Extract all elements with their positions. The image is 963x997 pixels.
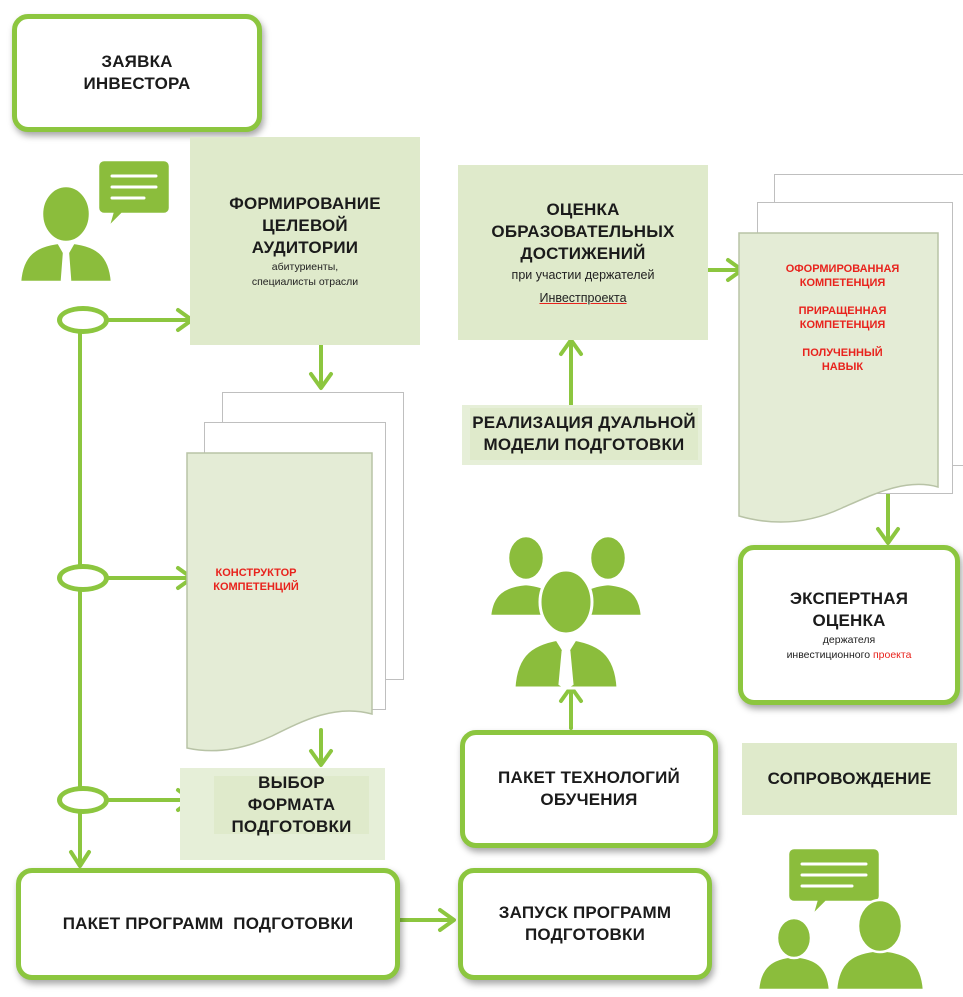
- dual-model-line1: РЕАЛИЗАЦИЯ ДУАЛЬНОЙ: [472, 413, 696, 432]
- assessment-line1: ОЦЕНКА ОБРАЗОВАТЕЛЬНЫХ: [491, 199, 675, 241]
- expert-assessment-box: ЭКСПЕРТНАЯ ОЦЕНКА держателя инвестиционн…: [738, 545, 960, 705]
- constructor-label: КОНСТРУКТОР КОМПЕТЕНЦИЙ: [196, 560, 316, 600]
- branch-oval-2: [57, 564, 109, 592]
- result-item-3-line2: НАВЫК: [821, 361, 864, 373]
- arrowhead-constructor-down: [309, 749, 333, 767]
- expert-line1: ЭКСПЕРТНАЯ: [789, 589, 909, 608]
- consulting-people-icon: [756, 846, 926, 992]
- result-item-1-line1: ОФОРМИРОВАННАЯ: [785, 263, 900, 275]
- expert-sub1: держателя: [822, 634, 876, 646]
- support-label: СОПРОВОЖДЕНИЕ: [767, 769, 932, 788]
- arrowhead-launch: [438, 908, 456, 932]
- arrowhead-to-program-package: [69, 850, 91, 868]
- investor-request-box: ЗАЯВКА ИНВЕСТОРА: [12, 14, 262, 132]
- assessment-line2: ДОСТИЖЕНИЙ: [520, 243, 646, 263]
- dual-model-box: РЕАЛИЗАЦИЯ ДУАЛЬНОЙ МОДЕЛИ ПОДГОТОВКИ: [470, 408, 698, 460]
- target-audience-line2: ЦЕЛЕВОЙ: [262, 216, 348, 235]
- investor-chat-icon: [18, 158, 172, 285]
- expert-sub2-b: проекта: [872, 649, 912, 661]
- result-item-1-line2: КОМПЕТЕНЦИЯ: [799, 277, 886, 289]
- program-launch-box: ЗАПУСК ПРОГРАММ ПОДГОТОВКИ: [458, 868, 712, 980]
- constructor-doc-front: [186, 452, 373, 752]
- assessment-sub2: Инвестпроекта: [539, 290, 627, 305]
- investor-request-line1: ЗАЯВКА: [101, 52, 173, 71]
- arrowhead-audience-down: [309, 372, 333, 390]
- dual-model-line2: МОДЕЛИ ПОДГОТОВКИ: [483, 435, 685, 454]
- target-audience-line3: АУДИТОРИИ: [251, 238, 359, 257]
- tech-package-line2: ОБУЧЕНИЯ: [540, 790, 638, 809]
- result-item-3: ПОЛУЧЕННЫЙ НАВЫК: [802, 346, 882, 374]
- target-audience-line1: ФОРМИРОВАНИЕ: [229, 194, 381, 213]
- tech-package-line1: ПАКЕТ ТЕХНОЛОГИЙ: [498, 768, 680, 787]
- target-audience-sub2: специалисты отрасли: [251, 276, 359, 288]
- program-launch-line2: ПОДГОТОВКИ: [524, 925, 646, 944]
- program-launch-line1: ЗАПУСК ПРОГРАММ: [498, 903, 672, 922]
- result-item-2-line1: ПРИРАЩЕННАЯ: [798, 305, 887, 317]
- competence-results-list: ОФОРМИРОВАННАЯ КОМПЕТЕНЦИЯ ПРИРАЩЕННАЯ К…: [760, 262, 925, 432]
- achievement-assessment-box: ОЦЕНКА ОБРАЗОВАТЕЛЬНЫХ ДОСТИЖЕНИЙ при уч…: [458, 165, 708, 340]
- result-item-1: ОФОРМИРОВАННАЯ КОМПЕТЕНЦИЯ: [786, 262, 900, 290]
- result-item-2: ПРИРАЩЕННАЯ КОМПЕТЕНЦИЯ: [799, 304, 887, 332]
- program-package-box: ПАКЕТ ПРОГРАММ ПОДГОТОВКИ: [16, 868, 400, 980]
- investor-request-line2: ИНВЕСТОРА: [83, 74, 191, 93]
- branch-oval-1: [57, 306, 109, 334]
- arrowhead-expert-down: [876, 527, 900, 545]
- people-group-icon: [488, 534, 644, 690]
- program-package-label: ПАКЕТ ПРОГРАММ ПОДГОТОВКИ: [62, 914, 354, 933]
- expert-sub2-a: инвестиционного: [786, 649, 873, 661]
- expert-sub2: инвестиционного проекта: [787, 649, 912, 662]
- arrowhead-dual-up: [559, 338, 583, 356]
- target-audience-box: ФОРМИРОВАНИЕ ЦЕЛЕВОЙ АУДИТОРИИ абитуриен…: [190, 137, 420, 345]
- training-format-line2: ПОДГОТОВКИ: [231, 817, 352, 836]
- branch-oval-3: [57, 786, 109, 814]
- result-item-3-line1: ПОЛУЧЕННЫЙ: [802, 347, 883, 359]
- results-doc-front: [738, 232, 939, 523]
- result-item-2-line2: КОМПЕТЕНЦИЯ: [799, 319, 886, 331]
- constructor-line2: КОМПЕТЕНЦИЙ: [213, 581, 299, 593]
- tech-package-box: ПАКЕТ ТЕХНОЛОГИЙ ОБУЧЕНИЯ: [460, 730, 718, 848]
- training-format-line1: ВЫБОР ФОРМАТА: [247, 773, 336, 814]
- training-format-box: ВЫБОР ФОРМАТА ПОДГОТОВКИ: [214, 773, 369, 836]
- support-box: СОПРОВОЖДЕНИЕ: [742, 743, 957, 815]
- assessment-sub1: при участии держателей: [511, 267, 655, 282]
- expert-line2: ОЦЕНКА: [812, 611, 886, 630]
- target-audience-sub1: абитуриенты,: [271, 261, 339, 273]
- constructor-line1: КОНСТРУКТОР: [215, 567, 297, 579]
